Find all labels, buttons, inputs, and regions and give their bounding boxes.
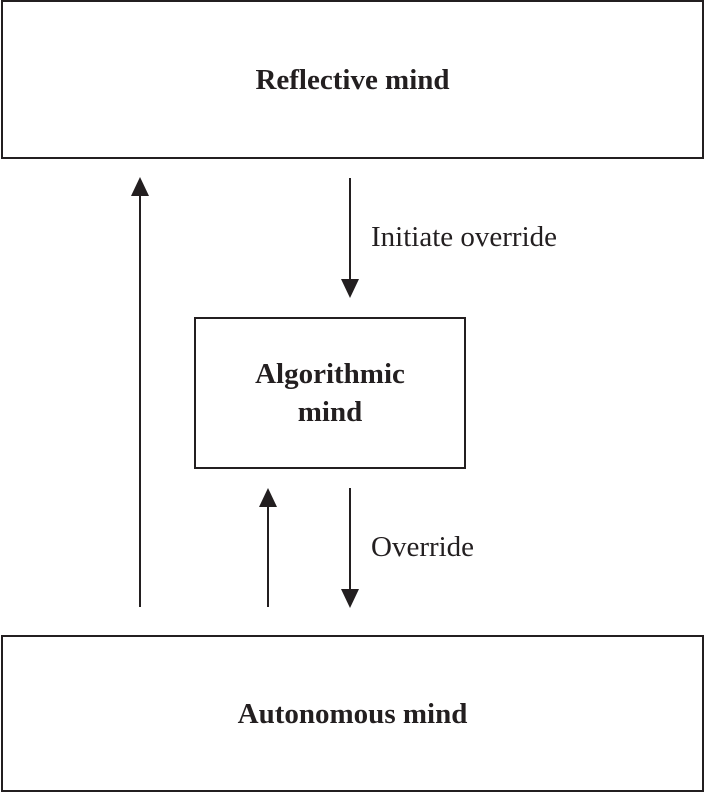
- override-label: Override: [371, 531, 475, 563]
- algorithmic-mind-label-line2: mind: [297, 396, 363, 428]
- arrow-autonomous-to-reflective: [131, 177, 149, 607]
- arrow-override: [341, 488, 359, 608]
- autonomous-mind-label: Autonomous mind: [237, 697, 468, 730]
- autonomous-mind-box: Autonomous mind: [1, 635, 704, 792]
- arrow-initiate-override: [341, 178, 359, 298]
- algorithmic-mind-box: Algorithmic mind: [194, 317, 466, 469]
- reflective-mind-label: Reflective mind: [255, 63, 450, 96]
- reflective-mind-box: Reflective mind: [1, 0, 704, 159]
- initiate-override-label: Initiate override: [371, 221, 557, 253]
- algorithmic-mind-label-line1: Algorithmic: [255, 358, 405, 390]
- arrow-autonomous-to-algorithmic: [259, 488, 277, 607]
- algorithmic-mind-label: Algorithmic mind: [255, 355, 405, 431]
